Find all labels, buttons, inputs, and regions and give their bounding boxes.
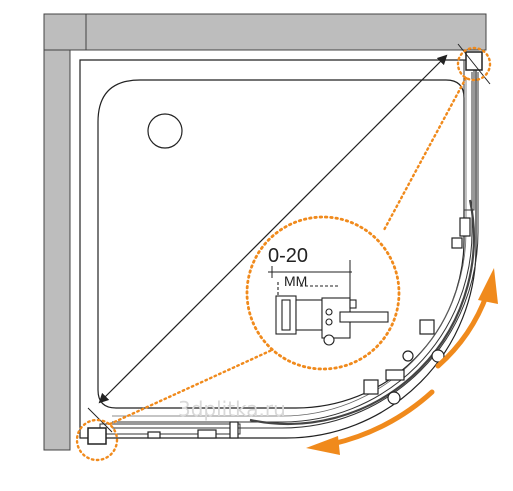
wall-top xyxy=(43,13,487,51)
diagonal-dimension-line xyxy=(98,54,448,404)
swing-arrow-lower xyxy=(329,389,435,447)
corner-bracket-top-right xyxy=(465,51,483,71)
callout-circle-top-right xyxy=(456,46,492,82)
wall-left xyxy=(43,49,71,451)
gap-range-label: 0-20 xyxy=(268,245,308,267)
watermark: 3dplitka.ru xyxy=(178,397,286,421)
callout-leader-bottom xyxy=(108,348,274,426)
callout-circle-bottom-left xyxy=(75,418,119,462)
callout-leader-top xyxy=(382,76,468,232)
gap-unit-label: MM xyxy=(284,273,307,289)
swing-arrowhead-upper xyxy=(478,268,498,304)
detail-magnifier-circle xyxy=(245,215,401,371)
swing-arrowhead-lower xyxy=(306,436,340,455)
drain-icon xyxy=(147,113,183,149)
corner-bracket-bottom-left xyxy=(87,427,107,445)
detail-profile-drawing xyxy=(268,260,389,346)
diagonal-tick-top xyxy=(457,43,491,85)
